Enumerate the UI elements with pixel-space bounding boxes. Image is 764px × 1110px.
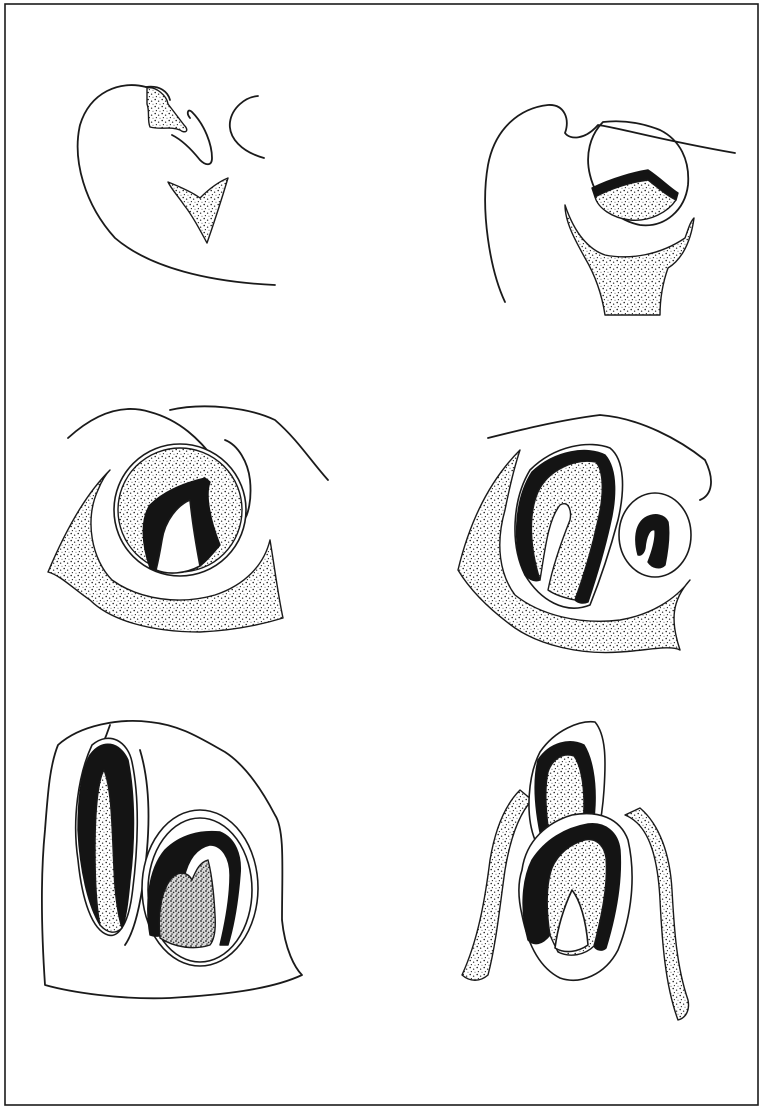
panel-4-twin-germs: [458, 415, 711, 653]
panel-6-right-gingiva: [625, 808, 689, 1020]
panel-1-early-bud: [78, 85, 275, 285]
panel-6-erupting-teeth: [462, 722, 689, 1020]
panel-2-cap-stage: [485, 105, 735, 315]
panel-3-bell-stage: [48, 406, 328, 632]
panel-5-developing-crowns: [42, 721, 302, 998]
panel-1-tooth-bud: [168, 178, 228, 243]
